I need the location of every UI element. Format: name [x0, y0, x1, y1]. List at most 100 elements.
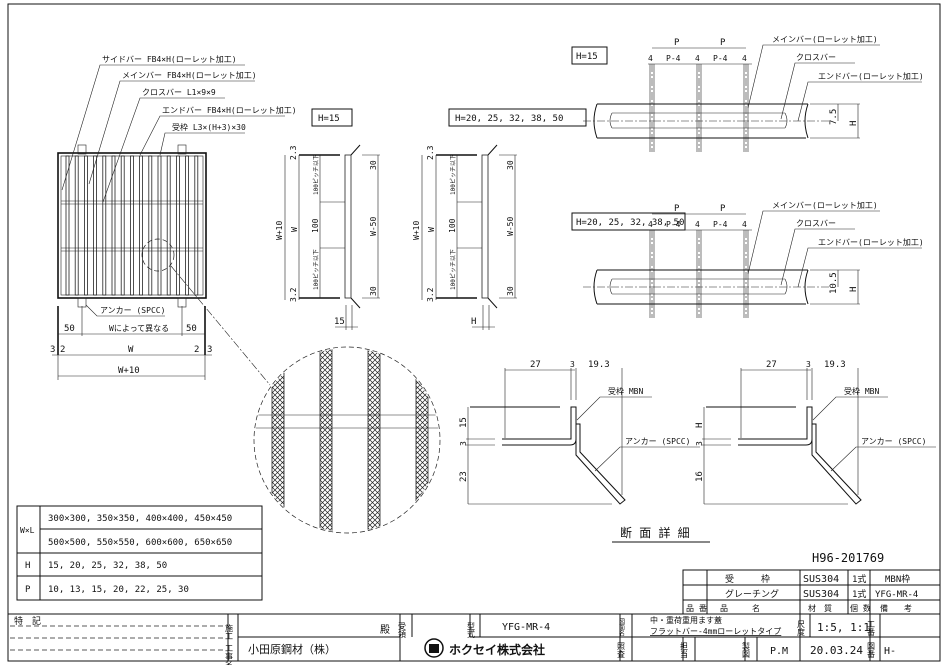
dim-19-3: 19.3	[824, 360, 846, 370]
work-no-label: 工番	[867, 620, 876, 637]
main-bar	[129, 155, 134, 296]
detail-circle-marker	[141, 238, 175, 272]
honorific: 殿	[380, 624, 390, 636]
spec-value: 300×300, 350×350, 400×400, 450×450	[48, 514, 232, 524]
dim-3: 3	[570, 360, 575, 369]
charge-label: 担当	[680, 641, 689, 659]
dim: 100ピッチ以下	[450, 154, 457, 195]
dim-50-right: 50	[186, 324, 197, 334]
drawing-no-value: H-	[884, 646, 896, 657]
customer-name: 小田原鋼材（株）	[248, 642, 336, 656]
dim: 2.3	[426, 145, 435, 160]
dim: 100	[311, 218, 320, 233]
side-view-title-box	[448, 108, 587, 127]
part-remarks: MBN枠	[885, 573, 910, 585]
spec-table: W×L 300×300, 350×350, 400×400, 450×450 5…	[16, 505, 263, 601]
side-view-title-box	[311, 108, 353, 127]
main-bar	[185, 155, 190, 296]
dim-4: 4	[742, 220, 747, 229]
label-cross-bar: クロスバー	[796, 219, 836, 228]
dim-thickness: H	[471, 317, 476, 327]
header-no: 品 番	[686, 603, 707, 613]
main-bar	[175, 155, 180, 296]
dim-thickness: 15	[334, 317, 345, 327]
dim-p: P	[720, 204, 726, 214]
part-qty: 1式	[852, 573, 866, 585]
dim-p-4: P-4	[666, 220, 681, 229]
main-bar	[102, 155, 107, 296]
dim: 2.3	[289, 145, 298, 160]
main-bar	[93, 155, 97, 296]
anchor-tab	[77, 297, 87, 308]
label-cross-bar: クロスバー	[796, 53, 836, 62]
dim-height: 10.5	[829, 272, 839, 294]
drawing-name-label: 図面名	[618, 618, 625, 637]
bar-detail-circle	[253, 346, 441, 534]
main-bar	[157, 155, 162, 296]
plan-view: サイドバー FB4×H(ローレット加工) メインバー FB4×H(ローレット加工…	[50, 54, 297, 386]
spec-label-wxl: W×L	[20, 526, 35, 535]
dim-p-4: P-4	[713, 220, 728, 229]
dim-4: 4	[695, 54, 700, 63]
label-anchor: アンカー (SPCC)	[625, 437, 690, 446]
dim-2-left: 2	[60, 345, 65, 355]
project-label: 工事名	[225, 644, 234, 665]
part-remarks: YFG-MR-4	[875, 590, 918, 600]
spec-value: 10, 13, 15, 20, 22, 25, 30	[48, 585, 189, 595]
dim-height: 7.5	[829, 109, 839, 125]
dim: 30	[369, 286, 378, 296]
anchor-tab	[177, 144, 187, 155]
date-value: 20.03.24	[810, 644, 863, 657]
label-anchor: アンカー (SPCC)	[100, 306, 165, 315]
header-name: 品 名	[720, 603, 760, 613]
main-bar	[120, 155, 125, 296]
header-remarks: 備 考	[880, 603, 912, 613]
spec-value: 500×500, 550×550, 600×600, 650×650	[48, 538, 232, 548]
main-bars	[65, 155, 199, 296]
model-value: YFG-MR-4	[502, 622, 550, 633]
dim-v2: 3	[695, 441, 704, 446]
label-main-bar: メインバー(ローレット加工)	[772, 34, 878, 44]
dim-4: 4	[648, 54, 653, 63]
spec-value: 15, 20, 25, 32, 38, 50	[48, 561, 167, 571]
dim-50-left: 50	[64, 324, 75, 334]
anchor-tab	[177, 297, 187, 308]
dim: 100ピッチ以下	[313, 249, 320, 290]
label-frame-mbn: 受枠 MBN	[608, 386, 643, 396]
site-label: 施工	[225, 623, 234, 640]
label-frame: 受枠 L3×(H+3)×30	[172, 122, 246, 132]
dim-varies: Wによって異なる	[109, 324, 169, 333]
dim-27: 27	[530, 360, 541, 370]
header-material: 材 質	[808, 603, 832, 613]
main-bar	[148, 155, 153, 296]
part-name: 受 枠	[725, 573, 770, 585]
label-cross-bar: クロスバー L1×9×9	[142, 88, 216, 97]
spec-label-h: H	[25, 561, 30, 571]
dim-p: P	[674, 204, 680, 214]
parts-list: 受 枠 SUS304 1式 MBN枠 グレーチング SUS304 1式 YFG-…	[682, 569, 941, 615]
label-main-bar: メインバー(ローレット加工)	[772, 200, 878, 210]
bar-detail-title-box	[571, 46, 608, 65]
dim-4: 4	[648, 220, 653, 229]
section-title: 断 面 詳 細	[620, 525, 690, 540]
dim: 3.2	[289, 287, 298, 302]
main-bar	[84, 155, 88, 296]
part-name: グレーチング	[725, 588, 779, 600]
dim: 100ピッチ以下	[313, 154, 320, 195]
check-label: 照査	[617, 642, 626, 658]
dim-3-right: 3	[207, 345, 212, 355]
drawing-name-line1: 中・重荷重用ます蓋	[650, 615, 722, 625]
dim-w10: W+10	[118, 366, 140, 376]
main-bar	[74, 155, 79, 296]
part-material: SUS304	[803, 574, 839, 585]
header-qty: 個 数	[850, 603, 871, 613]
drawing-number: H96-201769	[812, 551, 884, 565]
dim-2-right: 2	[194, 345, 199, 355]
label-anchor: アンカー (SPCC)	[861, 437, 926, 446]
dim-p-4: P-4	[666, 54, 681, 63]
label-main-bar: メインバー FB4×H(ローレット加工)	[122, 70, 257, 80]
